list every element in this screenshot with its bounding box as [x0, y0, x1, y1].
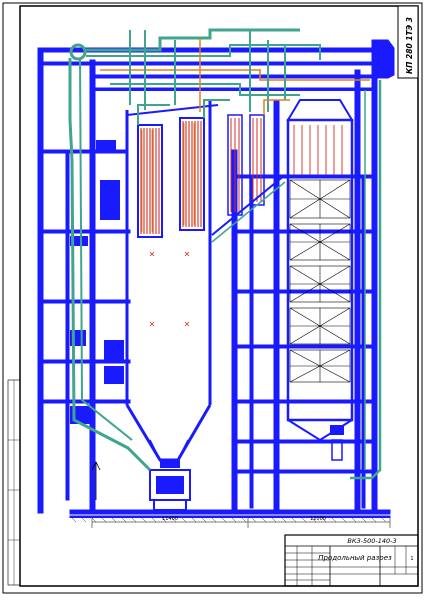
- outer-frame: [2, 2, 423, 594]
- corner-stamp: КП 280 1ТЭ 3: [397, 5, 419, 79]
- dimension-right-label: 12000: [310, 516, 326, 522]
- title-block-designation: ВКЗ-500-140-3: [347, 537, 396, 545]
- inner-frame: [19, 5, 419, 587]
- drum: [69, 43, 87, 61]
- binding-strip: [7, 379, 21, 586]
- dimension-lines: [91, 518, 391, 528]
- piping: [68, 28, 382, 480]
- title-block: [284, 534, 419, 587]
- platen-superheater: [137, 117, 205, 238]
- steel-structure: [37, 39, 395, 518]
- support-symbol: [91, 461, 101, 500]
- left-bracing: [70, 140, 124, 424]
- dimension-left-label: 11400: [162, 516, 178, 522]
- convective-superheater: [211, 114, 286, 243]
- corner-stamp-code: КП 280 1ТЭ 3: [405, 17, 414, 74]
- air-heater-blocks: [289, 179, 351, 383]
- ground-hatch: [71, 517, 387, 523]
- title-block-sheet-number: 1: [410, 556, 413, 562]
- title-block-title: Продольный разрез: [318, 554, 392, 562]
- convective-shaft: [286, 99, 354, 461]
- furnace: [125, 100, 219, 511]
